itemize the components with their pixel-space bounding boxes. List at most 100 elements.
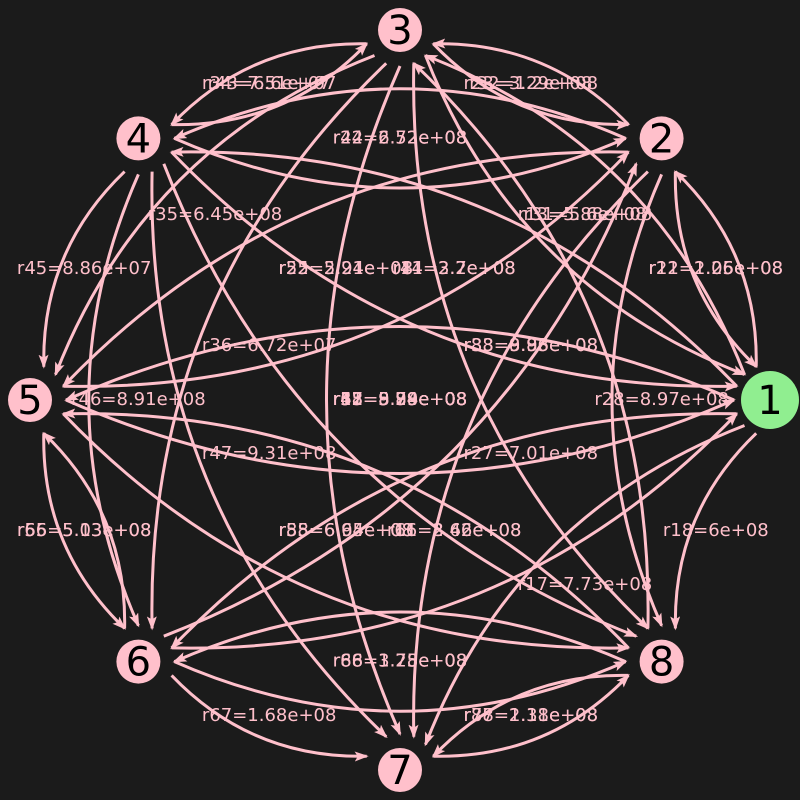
edge-label-5-2: r52=5.21e+08 bbox=[279, 258, 414, 279]
node-circle-4 bbox=[116, 116, 161, 161]
node-2[interactable]: 2 bbox=[639, 116, 684, 162]
edge-2-8 bbox=[610, 173, 663, 628]
edge-2-7 bbox=[408, 170, 649, 739]
edge-label-5-8: r58=6.95e+08 bbox=[279, 520, 414, 541]
edge-label-1-3: r13=5.88e+08 bbox=[518, 204, 653, 225]
edge-label-6-8: r68=3.75e+08 bbox=[333, 651, 468, 672]
node-label-7: 7 bbox=[387, 748, 412, 794]
edge-label-8-5: r85=6.64e+08 bbox=[279, 520, 414, 541]
node-circle-8 bbox=[639, 639, 684, 684]
edge-label-1-6: r16=2.66e+08 bbox=[387, 520, 522, 541]
edge-label-3-4: r34=7.51e+07 bbox=[202, 73, 337, 94]
edge-label-4-6: r46=8.91e+08 bbox=[71, 389, 206, 410]
node-label-5: 5 bbox=[17, 378, 42, 424]
node-circle-2 bbox=[639, 116, 684, 161]
edge-8-5 bbox=[61, 408, 630, 649]
edge-6-2 bbox=[163, 161, 638, 638]
edge-2-3 bbox=[431, 38, 630, 126]
edge-label-1-8: r18=6e+08 bbox=[663, 520, 769, 541]
edge-1-5 bbox=[64, 325, 735, 402]
edge-label-3-7: r37=8.98e+08 bbox=[333, 389, 468, 410]
edge-label-5-6: r56=5.13e+08 bbox=[17, 520, 152, 541]
node-6[interactable]: 6 bbox=[116, 639, 161, 686]
node-label-6: 6 bbox=[126, 640, 151, 686]
edge-label-2-4: r24=2.52e+08 bbox=[333, 127, 468, 148]
edge-label-6-2: r62=9.84e+08 bbox=[333, 389, 468, 410]
edge-labels-layer: r12=1.25e+08r13=5.88e+08r14=2.7e+08r15=5… bbox=[17, 73, 783, 726]
edge-5-1 bbox=[65, 398, 736, 475]
edge-label-6-7: r67=1.68e+08 bbox=[202, 705, 337, 726]
node-circle-5 bbox=[8, 378, 52, 422]
edge-label-3-6: r36=6.72e+07 bbox=[202, 335, 337, 356]
edge-label-2-1: r21=2.06e+08 bbox=[649, 258, 784, 279]
edge-3-6 bbox=[146, 62, 388, 631]
edge-label-6-5: r65=5.03e+08 bbox=[17, 520, 152, 541]
edge-label-4-3: r43=6.6e+07 bbox=[208, 73, 331, 94]
edge-1-2 bbox=[673, 170, 758, 367]
edge-4-7 bbox=[150, 171, 388, 739]
node-label-2: 2 bbox=[649, 116, 674, 162]
edges-layer bbox=[38, 38, 758, 762]
edge-1-7 bbox=[424, 424, 746, 747]
edge-6-8 bbox=[173, 660, 628, 713]
node-3[interactable]: 3 bbox=[378, 8, 422, 54]
edge-8-7 bbox=[431, 673, 629, 758]
edge-label-2-7: r27=7.01e+08 bbox=[464, 443, 599, 464]
edge-2-4 bbox=[172, 87, 627, 140]
edge-label-2-3: r23=3.29e+08 bbox=[464, 73, 599, 94]
edge-label-3-5: r35=6.45e+08 bbox=[148, 204, 283, 225]
edge-label-5-1: r51=5.29e+08 bbox=[333, 389, 468, 410]
edge-3-4 bbox=[170, 42, 367, 127]
node-8[interactable]: 8 bbox=[639, 639, 684, 686]
node-circle-7 bbox=[378, 748, 422, 792]
edge-3-1 bbox=[424, 54, 747, 376]
node-7[interactable]: 7 bbox=[378, 748, 422, 794]
edge-label-4-7: r47=9.31e+08 bbox=[202, 443, 337, 464]
edge-5-2 bbox=[63, 150, 630, 388]
node-circle-3 bbox=[378, 8, 422, 52]
edge-2-1 bbox=[673, 171, 758, 369]
edge-4-5 bbox=[38, 170, 126, 369]
node-circle-6 bbox=[116, 639, 161, 684]
edge-label-1-7: r17=7.73e+08 bbox=[518, 574, 653, 595]
edge-4-1 bbox=[170, 151, 739, 392]
edge-5-8 bbox=[62, 412, 631, 654]
edge-1-3 bbox=[423, 54, 746, 376]
edge-label-4-5: r45=8.86e+07 bbox=[17, 258, 152, 279]
edge-6-7 bbox=[170, 674, 369, 762]
edge-3-2 bbox=[432, 42, 631, 130]
edge-3-8 bbox=[412, 63, 650, 630]
edge-8-6 bbox=[172, 610, 627, 663]
edge-label-8-3: r83=9.83e+08 bbox=[464, 335, 599, 356]
node-label-1: 1 bbox=[757, 378, 782, 424]
edge-5-6 bbox=[42, 433, 127, 630]
node-1[interactable]: 1 bbox=[741, 371, 799, 429]
edge-4-6 bbox=[87, 173, 140, 628]
edge-label-4-1: r41=3.2e+08 bbox=[393, 258, 516, 279]
edge-label-1-4: r14=2.7e+08 bbox=[393, 258, 516, 279]
edge-3-7 bbox=[325, 65, 402, 736]
edge-2-5 bbox=[61, 150, 629, 388]
edge-label-8-7: r87=1.11e+08 bbox=[464, 705, 599, 726]
edge-7-8 bbox=[433, 673, 630, 758]
edge-label-3-8: r38=8.96e+08 bbox=[464, 335, 599, 356]
edge-label-4-2: r42=6.72e+08 bbox=[333, 127, 468, 148]
edge-label-2-8: r28=8.97e+08 bbox=[594, 389, 729, 410]
edge-6-5 bbox=[42, 431, 127, 629]
edge-label-6-1: r61=8.42e+08 bbox=[387, 520, 522, 541]
edge-4-2 bbox=[173, 137, 628, 190]
node-4[interactable]: 4 bbox=[116, 116, 161, 162]
node-label-3: 3 bbox=[387, 8, 412, 54]
edge-1-8 bbox=[670, 432, 758, 631]
node-5[interactable]: 5 bbox=[8, 378, 52, 424]
edge-8-3 bbox=[412, 61, 650, 629]
edge-label-1-5: r15=5.29e+08 bbox=[333, 389, 468, 410]
edge-label-2-5: r25=2.94e+08 bbox=[279, 258, 414, 279]
edge-4-3 bbox=[171, 42, 369, 127]
node-label-8: 8 bbox=[649, 640, 674, 686]
node-label-4: 4 bbox=[126, 116, 151, 162]
edge-1-4 bbox=[169, 146, 738, 388]
edge-label-7-8: r78=2.38e+08 bbox=[464, 705, 599, 726]
edge-label-3-2: r32=1.2e+08 bbox=[469, 73, 592, 94]
